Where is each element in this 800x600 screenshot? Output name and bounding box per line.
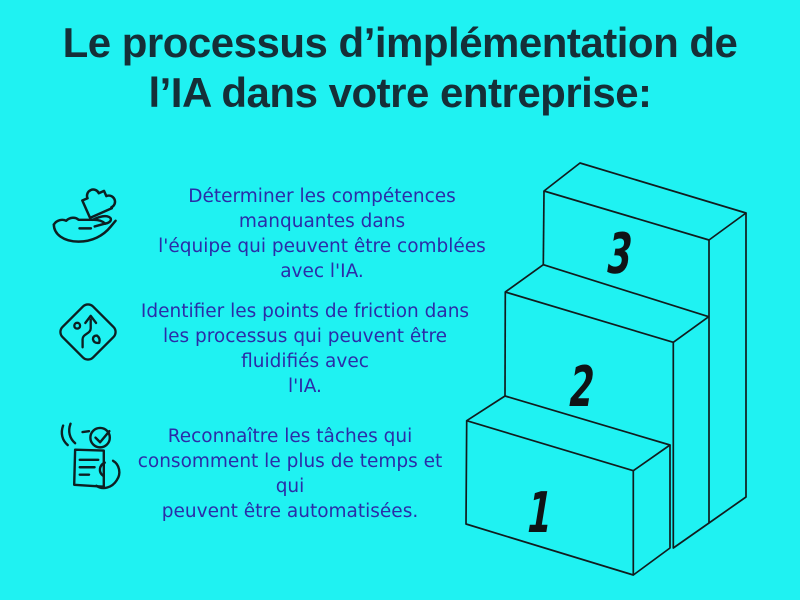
hand-holding-puzzle-icon — [50, 178, 128, 254]
item-1-line: avec l'IA. — [280, 261, 364, 282]
item-3-text: Reconnaître les tâches qui consomment le… — [103, 424, 477, 524]
item-1-line: manquantes dans — [238, 211, 406, 232]
item-1-text: Déterminer les compétences manquantes da… — [140, 184, 504, 284]
winding-road-sign-icon — [52, 296, 124, 368]
step2-top-face — [504, 263, 710, 344]
item-3-line: Reconnaître les tâches qui — [167, 426, 413, 447]
step-number-2: 2 — [568, 354, 596, 420]
step3-top-face — [543, 162, 747, 241]
step-number-1: 1 — [526, 480, 554, 546]
item-3-line: consomment le plus de temps et — [137, 451, 443, 472]
page-title-line1: Le processus d’implémentation de — [62, 19, 738, 66]
item-1-line: l'équipe qui peuvent être comblées — [158, 236, 486, 257]
item-3-line: qui — [275, 476, 305, 497]
item-2-line: Identifier les points de friction dans — [140, 301, 470, 322]
step-number-3: 3 — [606, 221, 634, 287]
item-2-line: l'IA. — [288, 376, 322, 397]
item-2-line: les processus qui peuvent être — [162, 326, 448, 347]
page-title-line2: l’IA dans votre entreprise: — [148, 69, 652, 116]
hands-holding-checklist-icon — [52, 420, 126, 496]
staircase-illustration — [440, 150, 800, 590]
item-2-text: Identifier les points de friction dans l… — [118, 299, 492, 399]
item-3-line: peuvent être automatisées. — [161, 501, 419, 522]
item-1-line: Déterminer les compétences — [188, 186, 456, 207]
item-2-line: fluidifiés avec — [241, 351, 369, 372]
